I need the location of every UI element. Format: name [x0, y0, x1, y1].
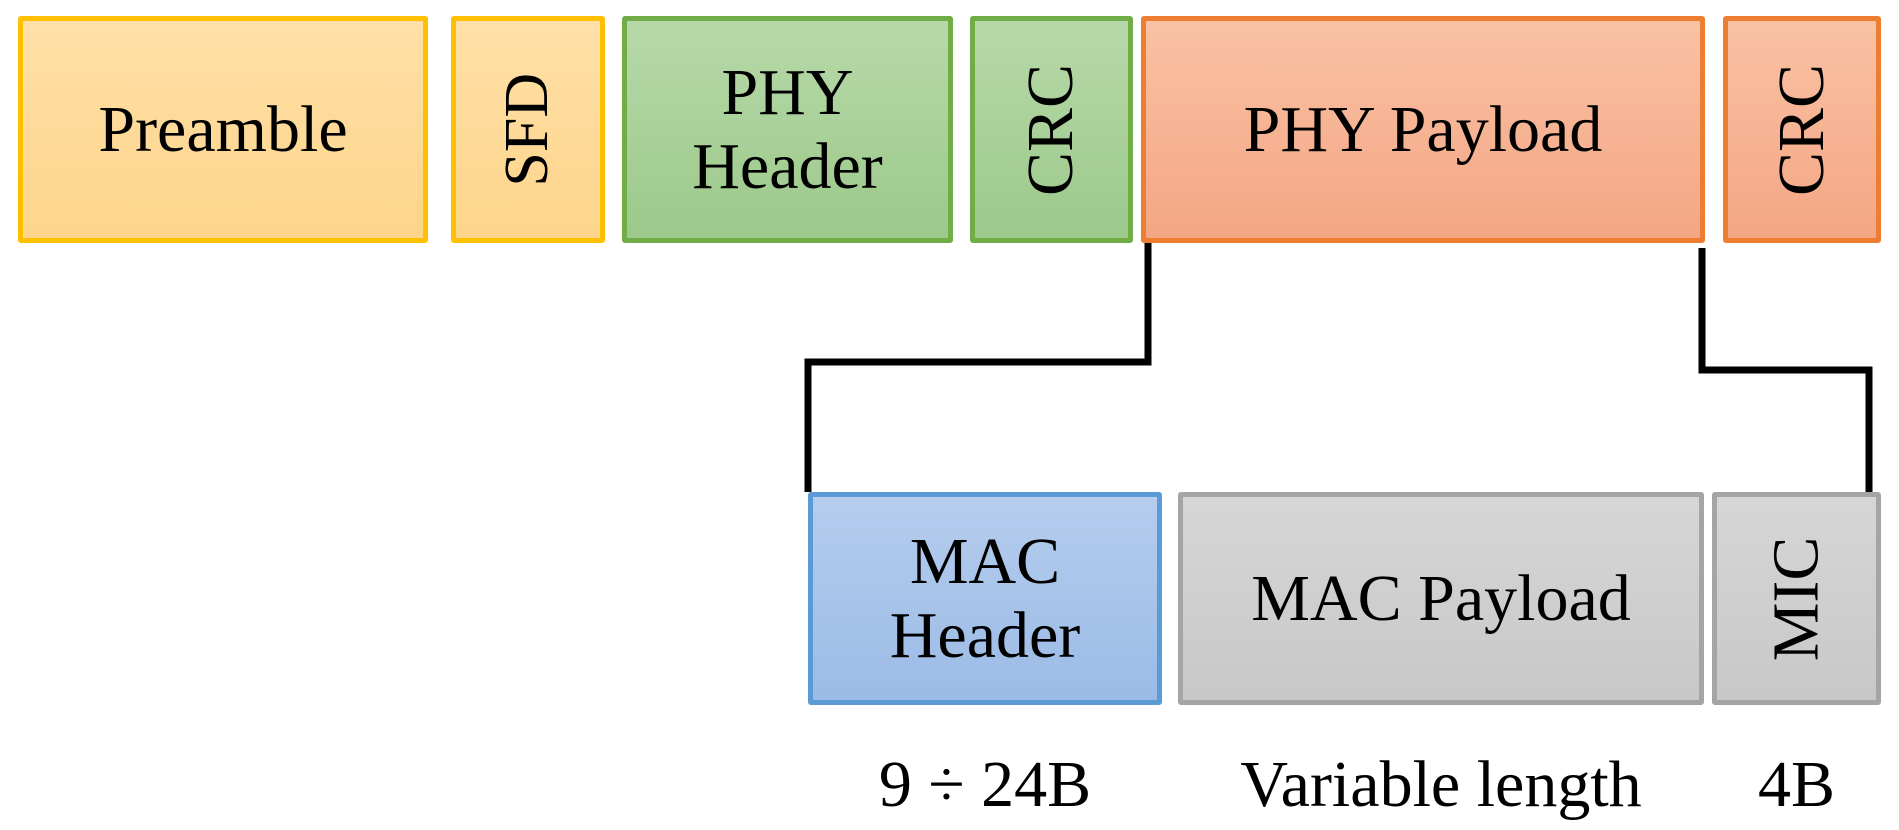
left-connector-line [804, 242, 1152, 492]
mic-label: MIC [1759, 536, 1833, 661]
payload-crc-label: CRC [1765, 63, 1839, 196]
phy-header-field: PHY Header [622, 16, 953, 243]
preamble-label: Preamble [98, 92, 348, 166]
right-connector-line [1698, 248, 1873, 492]
sfd-field: SFD [451, 16, 605, 243]
mic-size: 4B [1757, 748, 1836, 821]
mac-header-field: MAC Header [808, 492, 1162, 705]
mac-payload-size: Variable length [1240, 748, 1642, 821]
phy-payload-field: PHY Payload [1141, 16, 1705, 243]
preamble-field: Preamble [18, 16, 428, 243]
phy-header-crc-field: CRC [970, 16, 1133, 243]
mic-field: MIC [1712, 492, 1881, 705]
mac-header-label: MAC Header [889, 524, 1081, 672]
mac-payload-field: MAC Payload [1178, 492, 1704, 705]
mac-payload-label: MAC Payload [1251, 561, 1631, 635]
phy-header-crc-label: CRC [1014, 63, 1088, 196]
payload-crc-field: CRC [1723, 16, 1881, 243]
mac-header-size: 9 ÷ 24B [878, 748, 1092, 821]
phy-payload-label: PHY Payload [1243, 92, 1603, 166]
sfd-label: SFD [493, 72, 562, 187]
phy-header-label: PHY Header [692, 55, 883, 203]
